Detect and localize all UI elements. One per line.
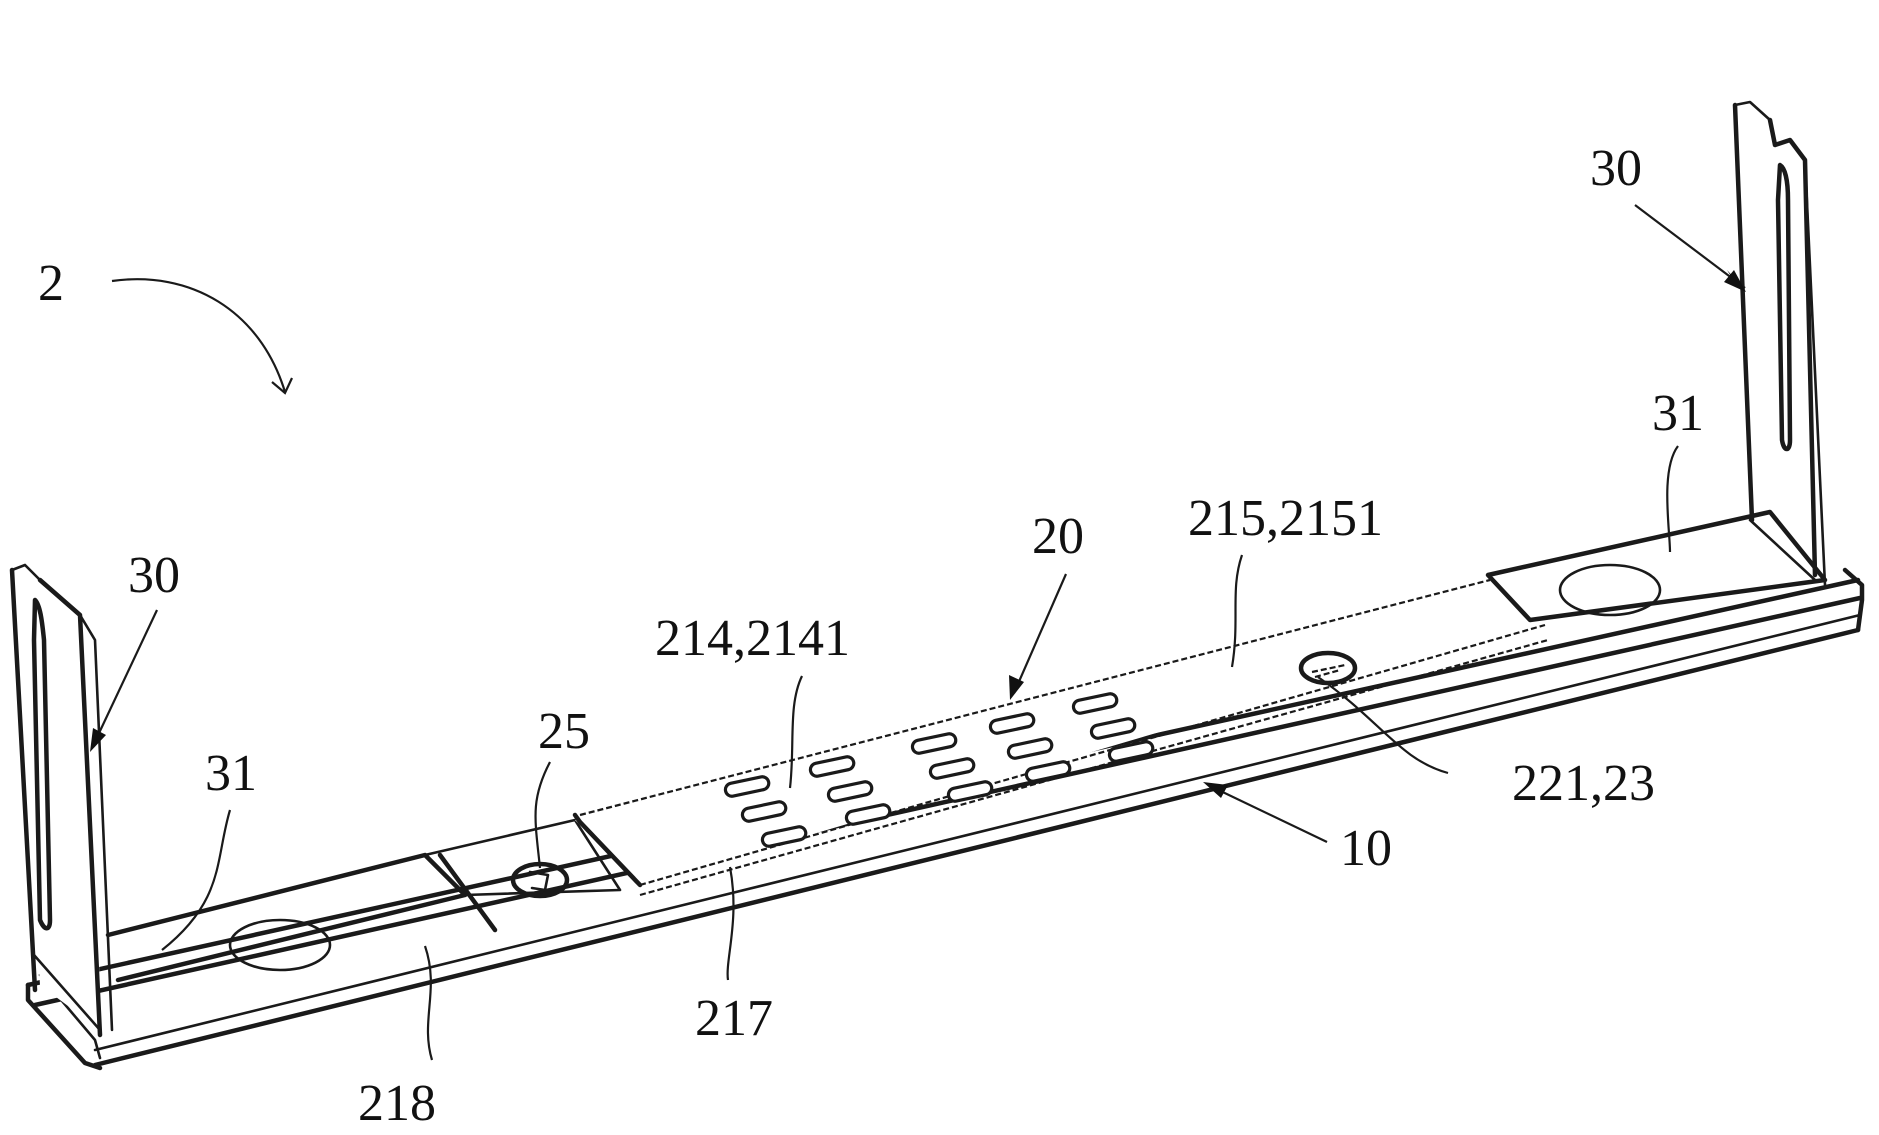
right-bracket [1732, 100, 1827, 587]
label-foot-left-31: 31 [205, 745, 257, 802]
base-rail [25, 567, 1865, 1071]
label-edge-218: 218 [358, 1075, 436, 1130]
right-foot-hole [1558, 563, 1662, 617]
leader-lines [90, 204, 1746, 1061]
label-edge-217: 217 [695, 990, 773, 1047]
reference-numerals: 2 30 30 31 31 20 214,2141 215,2151 221,2… [38, 140, 1704, 1132]
label-base-10: 10 [1340, 820, 1392, 877]
label-flat-region: 215,2151 [1188, 490, 1383, 547]
label-assembly-2: 2 [38, 255, 64, 312]
label-bracket-right-30: 30 [1590, 140, 1642, 197]
right-foot-plate [1485, 509, 1828, 623]
left-foot-plate [105, 852, 468, 983]
label-cover-plate-20: 20 [1032, 508, 1084, 565]
left-foot-hole [228, 918, 332, 972]
label-foot-right-31: 31 [1652, 385, 1704, 442]
left-bracket [9, 563, 114, 1038]
label-vent-region: 214,2141 [655, 610, 850, 667]
label-clip-25: 25 [538, 703, 590, 760]
vent-slots [723, 692, 1155, 848]
label-bracket-left-30: 30 [128, 547, 180, 604]
label-screw-hole: 221,23 [1512, 755, 1655, 812]
